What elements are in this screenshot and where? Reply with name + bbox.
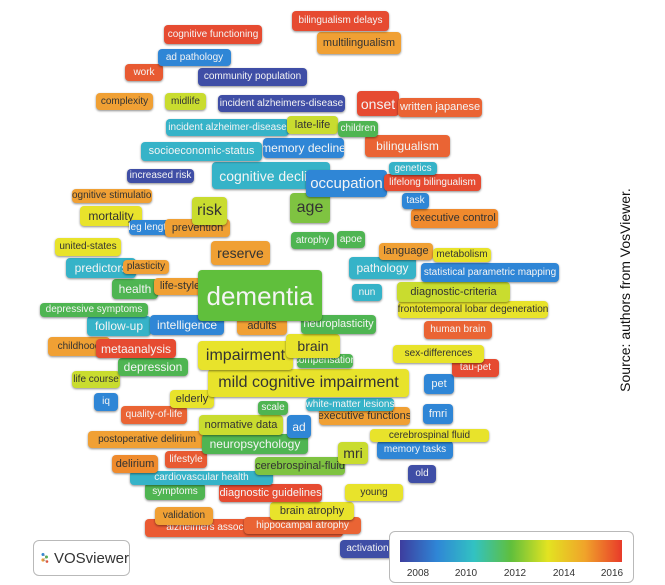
keyword-node[interactable]: activation: [340, 540, 395, 558]
keyword-node[interactable]: increased risk: [127, 169, 194, 183]
keyword-node[interactable]: validation: [155, 507, 213, 525]
keyword-node[interactable]: united-states: [55, 238, 121, 256]
keyword-node[interactable]: health: [112, 279, 158, 299]
keyword-node[interactable]: memory decline: [263, 138, 344, 158]
keyword-node[interactable]: white-matter lesions: [306, 398, 394, 411]
keyword-node[interactable]: normative data: [199, 415, 283, 435]
keyword-node[interactable]: apoe: [337, 231, 365, 248]
keyword-node[interactable]: bilingualism delays: [292, 11, 389, 31]
keyword-node[interactable]: complexity: [96, 93, 153, 110]
vosviewer-icon: [41, 553, 49, 563]
keyword-node[interactable]: iq: [94, 393, 118, 411]
keyword-node[interactable]: onset: [357, 91, 399, 116]
keyword-node[interactable]: reserve: [211, 241, 270, 265]
source-note: Source: authors from VosViewer.: [617, 188, 633, 392]
legend-tick-label: 2016: [600, 568, 624, 579]
keyword-node[interactable]: frontotemporal lobar degeneration: [398, 301, 548, 318]
keyword-node[interactable]: cerebrospinal fluid: [370, 429, 489, 442]
brand-name: VOSviewer: [53, 549, 129, 567]
keyword-node[interactable]: brain: [286, 334, 340, 358]
keyword-node[interactable]: occupation: [306, 170, 387, 197]
keyword-node[interactable]: multilingualism: [317, 32, 401, 54]
keyword-node[interactable]: community population: [198, 68, 307, 86]
keyword-node[interactable]: genetics: [389, 162, 437, 175]
keyword-node[interactable]: old: [408, 465, 436, 483]
keyword-node[interactable]: mild cognitive impairment: [208, 369, 409, 397]
keyword-node[interactable]: elderly: [170, 390, 214, 408]
keyword-node[interactable]: follow-up: [87, 316, 151, 336]
keyword-node[interactable]: bilingualism: [365, 135, 450, 157]
keyword-node[interactable]: dementia: [198, 270, 322, 321]
color-gradient: [400, 540, 622, 562]
keyword-node[interactable]: hippocampal atrophy: [244, 517, 361, 534]
keyword-node[interactable]: childhood: [48, 337, 110, 356]
keyword-node[interactable]: incident alzheimers-disease: [218, 95, 345, 112]
keyword-node[interactable]: cardiovascular health: [130, 471, 273, 485]
keyword-node[interactable]: mri: [338, 442, 368, 464]
keyword-node[interactable]: executive control: [411, 209, 498, 228]
keyword-node[interactable]: leg length: [129, 220, 171, 235]
keyword-node[interactable]: midlife: [165, 93, 206, 110]
keyword-node[interactable]: statistical parametric mapping: [421, 263, 559, 282]
year-color-legend: 2008 2010 2012 2014 2016: [389, 531, 634, 583]
keyword-node[interactable]: lifelong bilingualism: [384, 174, 481, 191]
keyword-node[interactable]: metabolism: [433, 248, 491, 262]
keyword-node[interactable]: postoperative delirium: [88, 431, 206, 448]
keyword-node[interactable]: young: [345, 484, 403, 501]
keyword-node[interactable]: ad pathology: [158, 49, 231, 66]
keyword-node[interactable]: depression: [118, 358, 188, 376]
keyword-node[interactable]: quality-of-life: [121, 406, 187, 424]
keyword-node[interactable]: pet: [424, 374, 454, 394]
keyword-node[interactable]: risk: [192, 197, 227, 225]
keyword-node[interactable]: metaanalysis: [96, 339, 176, 358]
keyword-node[interactable]: mortality: [80, 206, 142, 226]
keyword-node[interactable]: atrophy: [291, 232, 334, 249]
keyword-node[interactable]: cerebrospinal-fluid: [255, 457, 345, 475]
keyword-node[interactable]: work: [125, 64, 163, 81]
keyword-node[interactable]: adults: [237, 318, 287, 335]
keyword-node[interactable]: lifestyle: [165, 451, 207, 468]
keyword-node[interactable]: life-style: [154, 278, 206, 295]
keyword-node[interactable]: ad: [287, 415, 311, 438]
keyword-node[interactable]: late-life: [287, 116, 338, 134]
keyword-node[interactable]: predictors: [66, 258, 136, 278]
keyword-node[interactable]: scale: [258, 401, 288, 415]
keyword-node[interactable]: sex-differences: [393, 345, 484, 363]
keyword-node[interactable]: cognitive functioning: [164, 25, 262, 44]
keyword-node[interactable]: neuropsychology: [202, 434, 308, 454]
keyword-node[interactable]: fmri: [423, 404, 453, 424]
keyword-node[interactable]: socioeconomic-status: [141, 142, 262, 161]
legend-tick-label: 2012: [503, 568, 527, 579]
keyword-node[interactable]: brain atrophy: [270, 502, 354, 520]
keyword-node[interactable]: language: [379, 243, 433, 260]
keyword-node[interactable]: executive functions: [319, 407, 410, 425]
keyword-node[interactable]: incident alzheimer-disease: [166, 119, 289, 136]
keyword-node[interactable]: tau-pet: [452, 359, 499, 377]
keyword-node[interactable]: impairment: [198, 341, 293, 370]
keyword-node[interactable]: pathology: [349, 257, 416, 279]
keyword-node[interactable]: life course: [72, 371, 120, 388]
keyword-map[interactable]: alzheimers association workgroupsactivat…: [0, 0, 600, 585]
legend-tick-label: 2008: [406, 568, 430, 579]
keyword-node[interactable]: written japanese: [398, 98, 482, 117]
keyword-node[interactable]: plasticity: [123, 260, 169, 274]
keyword-node[interactable]: symptoms: [145, 483, 205, 500]
vosviewer-logo: VOSviewer: [33, 540, 130, 576]
keyword-node[interactable]: depressive symptoms: [40, 303, 148, 317]
legend-tick-label: 2014: [552, 568, 576, 579]
keyword-node[interactable]: task: [402, 193, 429, 209]
keyword-node[interactable]: children: [338, 121, 378, 137]
keyword-node[interactable]: diagnostic-criteria: [397, 282, 510, 302]
keyword-node[interactable]: age: [290, 193, 330, 223]
keyword-node[interactable]: memory tasks: [377, 441, 453, 459]
legend-tick-label: 2010: [454, 568, 478, 579]
keyword-node[interactable]: diagnostic guidelines: [219, 484, 322, 502]
keyword-node[interactable]: cognitive stimulation: [72, 189, 152, 203]
keyword-node[interactable]: delirium: [112, 455, 158, 473]
keyword-node[interactable]: nun: [352, 284, 382, 301]
keyword-node[interactable]: human brain: [424, 321, 492, 339]
